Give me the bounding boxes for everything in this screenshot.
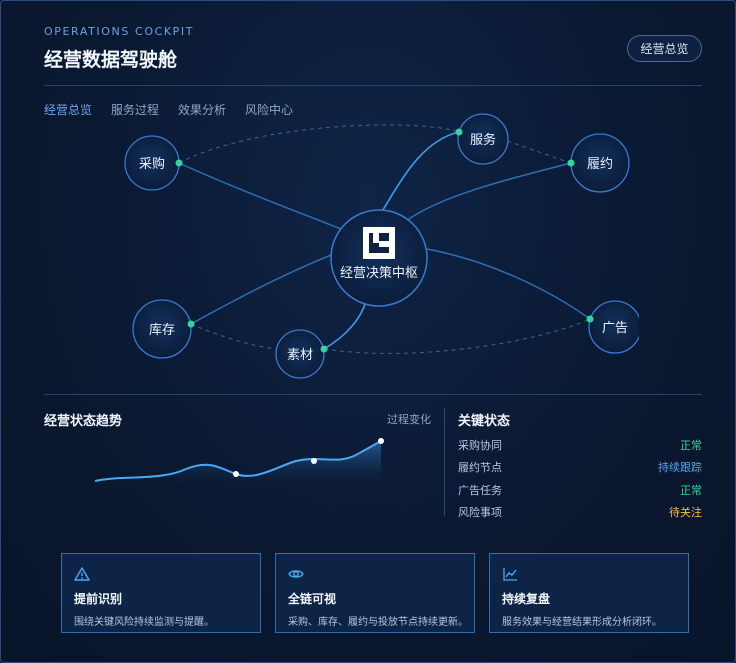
header-divider — [44, 85, 702, 86]
page-title: 经营数据驾驶舱 — [44, 49, 178, 71]
dot-procure — [175, 159, 183, 167]
dot-fulfill — [567, 159, 575, 167]
tab-risk-center[interactable]: 风险中心 — [245, 103, 294, 117]
card-title: 全链可视 — [288, 592, 337, 606]
link-ads — [426, 248, 591, 320]
overview-button[interactable]: 经营总览 — [627, 35, 702, 62]
dashed-arc-bottom-left — [190, 323, 277, 350]
hub-logo-icon — [363, 227, 395, 259]
card-desc: 围绕关键风险持续监测与提醒。 — [74, 617, 214, 628]
node-fulfill-label: 履约 — [587, 157, 613, 172]
card-title: 提前识别 — [74, 592, 123, 606]
hub-label: 经营决策中枢 — [340, 265, 418, 281]
node-material[interactable]: 素材 — [275, 329, 325, 379]
link-inventory — [190, 252, 337, 325]
trend-area — [95, 441, 381, 491]
node-ads-label: 广告 — [602, 321, 628, 336]
node-service-label: 服务 — [470, 132, 496, 148]
tab-effect-analysis[interactable]: 效果分析 — [178, 103, 227, 117]
node-inventory-label: 库存 — [149, 322, 175, 338]
status-list: 采购协同 正常 履约节点 持续跟踪 广告任务 正常 风险事项 待关注 — [458, 437, 702, 526]
status-row: 采购协同 正常 — [458, 437, 702, 459]
dashed-arc-top-right — [506, 140, 572, 164]
trend-point — [378, 438, 384, 444]
decision-network: 经营决策中枢 采购 服务 履约 库存 素材 广告 — [124, 113, 641, 379]
status-row: 履约节点 持续跟踪 — [458, 459, 702, 481]
trend-note: 过程变化 — [387, 413, 431, 426]
link-material — [323, 300, 367, 350]
dot-material — [320, 345, 328, 353]
status-label: 履约节点 — [458, 461, 502, 475]
dashed-arc-top — [178, 124, 460, 164]
status-title: 关键状态 — [458, 414, 511, 429]
trend-sparkline — [94, 438, 384, 491]
card-continuous-review[interactable]: 持续复盘 服务效果与经营结果形成分析闭环。 — [489, 553, 689, 633]
status-value: 待关注 — [669, 505, 702, 519]
dot-ads — [586, 315, 594, 323]
dot-service — [455, 128, 463, 136]
node-service[interactable]: 服务 — [457, 113, 509, 165]
node-procure[interactable]: 采购 — [124, 135, 180, 191]
status-label: 广告任务 — [458, 483, 502, 497]
card-early-detection[interactable]: 提前识别 围绕关键风险持续监测与提醒。 — [61, 553, 261, 633]
trend-title: 经营状态趋势 — [44, 414, 123, 429]
trend-point — [233, 471, 239, 477]
warning-icon — [74, 566, 248, 582]
card-title: 持续复盘 — [502, 592, 551, 606]
node-procure-label: 采购 — [139, 156, 165, 172]
node-ads[interactable]: 广告 — [588, 300, 641, 354]
hub-node[interactable]: 经营决策中枢 — [330, 209, 428, 307]
status-label: 采购协同 — [458, 439, 502, 452]
dot-inventory — [187, 320, 195, 328]
card-full-visibility[interactable]: 全链可视 采购、库存、履约与投放节点持续更新。 — [275, 553, 475, 633]
status-value: 正常 — [680, 439, 702, 452]
trend-point — [311, 458, 317, 464]
dashed-arc-bottom-right — [323, 318, 591, 354]
tab-bar: 经营总览 服务过程 效果分析 风险中心 — [44, 101, 312, 118]
eye-icon — [288, 566, 462, 582]
link-service — [380, 131, 460, 214]
status-value: 正常 — [680, 483, 702, 497]
page-eyebrow: OPERATIONS COCKPIT — [44, 25, 195, 38]
section-separator — [444, 408, 445, 516]
tab-service-process[interactable]: 服务过程 — [111, 103, 160, 117]
status-value: 持续跟踪 — [658, 461, 702, 475]
card-desc: 服务效果与经营结果形成分析闭环。 — [502, 617, 662, 628]
trend-chart-icon — [502, 566, 676, 582]
feature-cards: 提前识别 围绕关键风险持续监测与提醒。 全链可视 采购、库存、履约与投放节点持续… — [61, 553, 689, 633]
link-procure — [178, 162, 347, 232]
section-divider — [44, 394, 702, 395]
status-label: 风险事项 — [458, 505, 502, 519]
card-desc: 采购、库存、履约与投放节点持续更新。 — [288, 617, 468, 628]
tab-overview[interactable]: 经营总览 — [44, 103, 93, 117]
status-row: 风险事项 待关注 — [458, 504, 702, 526]
node-fulfill[interactable]: 履约 — [570, 133, 630, 193]
node-inventory[interactable]: 库存 — [132, 299, 192, 359]
link-fulfill — [405, 162, 572, 222]
status-row: 广告任务 正常 — [458, 482, 702, 504]
node-material-label: 素材 — [287, 348, 313, 363]
